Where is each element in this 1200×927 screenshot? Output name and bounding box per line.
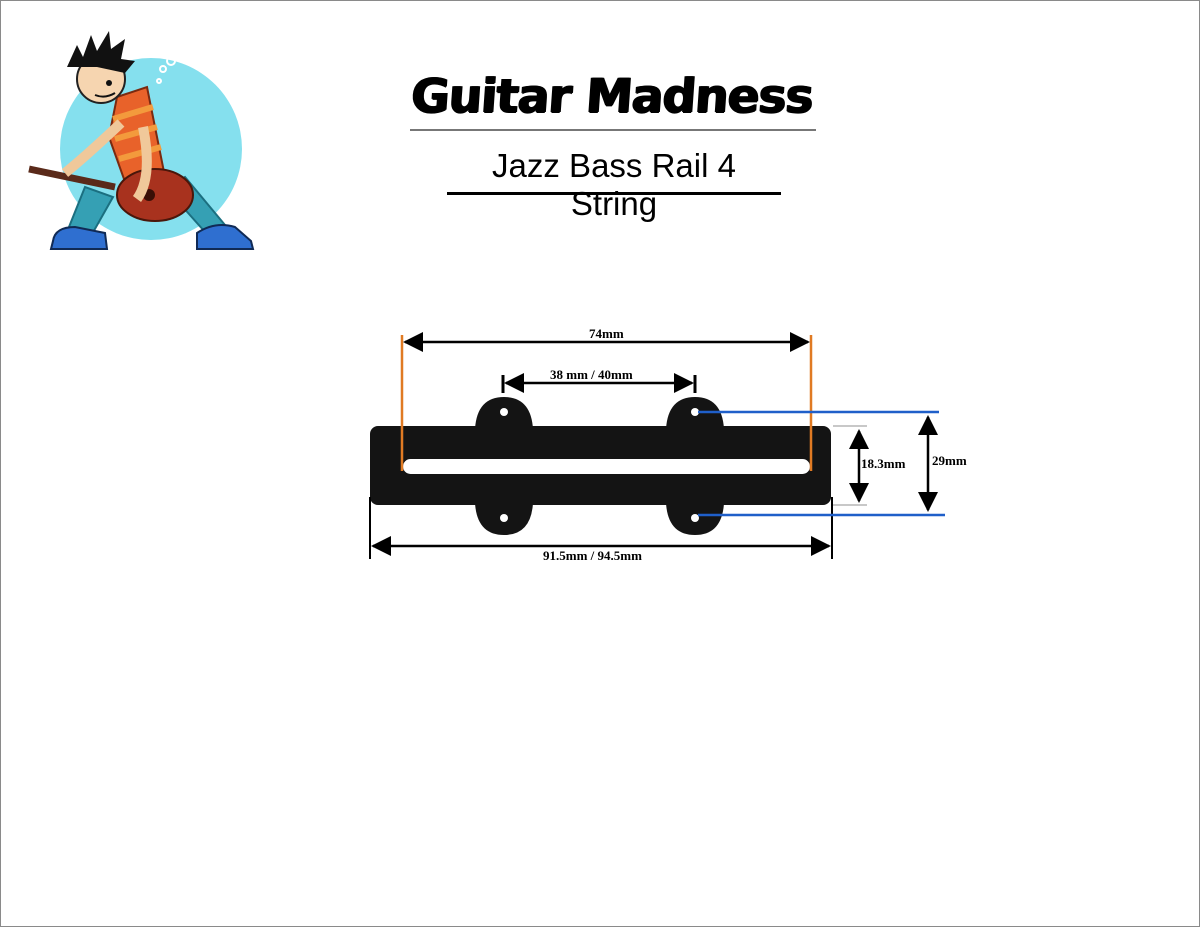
page-title-underline [447, 192, 781, 195]
pickup-width-label: 18.3mm [861, 456, 906, 471]
overall-width-label: 29mm [932, 453, 967, 468]
rail-length-label: 74mm [589, 326, 624, 341]
mounting-ears [475, 397, 724, 535]
pickup-rail [403, 459, 810, 474]
brand-title-underline [410, 129, 816, 131]
pickup-length-label: 91.5mm / 94.5mm [543, 548, 642, 563]
hole-spacing-label: 38 mm / 40mm [550, 367, 633, 382]
guitarist-logo-icon [28, 31, 255, 250]
page-title: Jazz Bass Rail 4 String [492, 147, 736, 222]
